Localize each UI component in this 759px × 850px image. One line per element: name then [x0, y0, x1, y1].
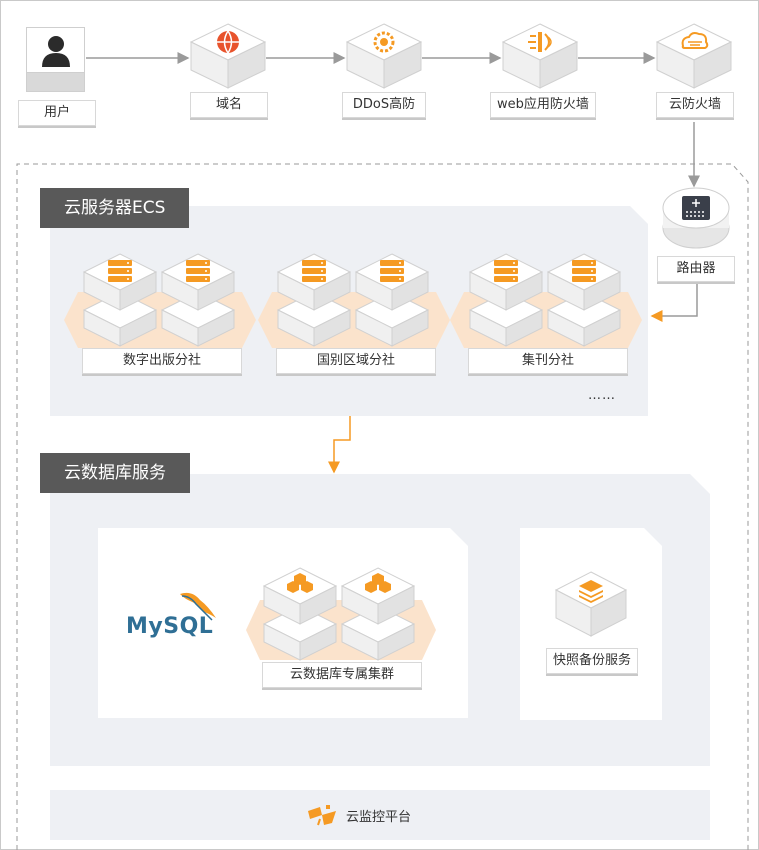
user-label: 用户: [18, 100, 96, 126]
cloud-firewall-cube: [655, 23, 733, 89]
ecs-server-cube: [468, 253, 544, 347]
cloud-firewall-label: 云防火墙: [656, 92, 734, 118]
ecs-server-cube: [354, 253, 430, 347]
waf-cube: [501, 23, 579, 89]
db-node-cube: [340, 567, 416, 661]
server-icon: [108, 260, 132, 282]
db-cluster-label: 云数据库专属集群: [262, 662, 422, 688]
dolphin-icon: [180, 592, 216, 621]
firewall-icon: [528, 32, 552, 52]
ecs-more: ……: [588, 388, 616, 403]
backup-label: 快照备份服务: [546, 648, 638, 674]
waf-label: web应用防火墙: [490, 92, 596, 118]
hexagon-cluster-icon: [365, 573, 391, 593]
db-title: 云数据库服务: [40, 453, 190, 493]
domain-cube: [189, 23, 267, 89]
ecs-server-cube: [276, 253, 352, 347]
ddos-label: DDoS高防: [342, 92, 426, 118]
domain-label: 域名: [190, 92, 268, 118]
layers-icon: [579, 580, 603, 603]
server-icon: [380, 260, 404, 282]
cloud-firewall-icon: [681, 32, 709, 49]
arrow-router-ecs: [650, 282, 698, 322]
ecs-server-cube: [160, 253, 236, 347]
ecs-group-label: 国别区域分社: [276, 348, 436, 374]
monitor-bar: [50, 790, 710, 840]
monitor-icon: [308, 805, 336, 826]
server-icon: [572, 260, 596, 282]
ecs-server-cube: [546, 253, 622, 347]
mysql-text: MySQL: [126, 614, 214, 639]
hexagon-cluster-icon: [287, 573, 313, 593]
db-node-cube: [262, 567, 338, 661]
user-icon: [42, 36, 70, 67]
ecs-title: 云服务器ECS: [40, 188, 190, 228]
ecs-server-cube: [82, 253, 158, 347]
ddos-cube: [345, 23, 423, 89]
router-node: [662, 187, 730, 249]
server-icon: [302, 260, 326, 282]
router-label: 路由器: [657, 256, 735, 282]
arrow-ecs-db: [328, 416, 351, 474]
server-icon: [494, 260, 518, 282]
ecs-group-label: 数字出版分社: [82, 348, 242, 374]
ecs-group-label: 集刊分社: [468, 348, 628, 374]
shield-gear-icon: [373, 31, 395, 53]
router-icon: [682, 196, 710, 220]
monitor-label: 云监控平台: [346, 810, 412, 825]
user-node: [26, 27, 85, 92]
backup-cube: [554, 571, 628, 637]
server-icon: [186, 260, 210, 282]
